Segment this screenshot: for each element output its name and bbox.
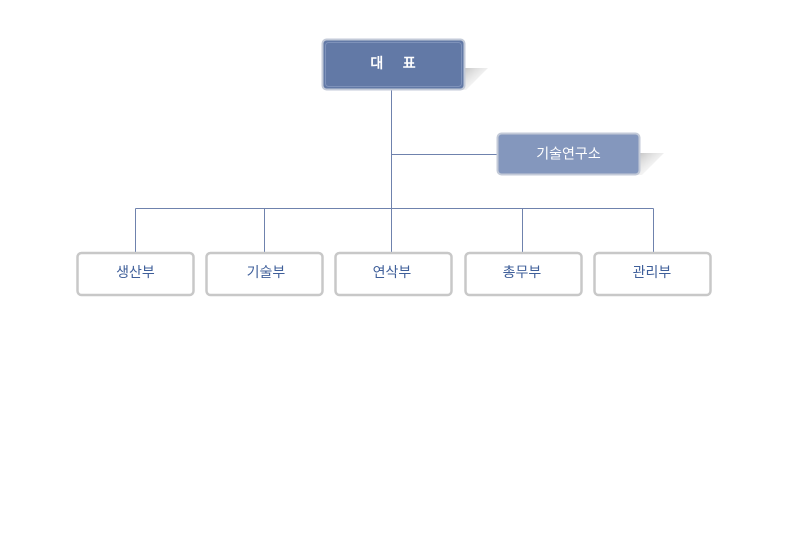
root-node-label: 대 표 (370, 56, 415, 72)
department-node-box (593, 251, 712, 297)
root-node-box (321, 38, 466, 91)
staff-node-shadow (637, 153, 664, 175)
department-node[interactable]: 기술부 (205, 251, 324, 297)
department-node[interactable]: 생산부 (76, 251, 195, 297)
staff-node[interactable]: 기술연구소 (496, 132, 665, 176)
department-node[interactable]: 관리부 (593, 251, 712, 297)
staff-node-box (496, 132, 641, 176)
department-node-label: 기술부 (247, 265, 286, 281)
department-node[interactable]: 총무부 (464, 251, 583, 297)
connector-lines (135, 89, 654, 253)
root-node[interactable]: 대 표 (321, 38, 489, 91)
departments: 생산부 기술부 연삭부 총무부 관리부 (76, 251, 712, 297)
department-node-label: 연삭부 (373, 265, 412, 281)
department-node[interactable]: 연삭부 (334, 251, 453, 297)
department-node-label: 총무부 (503, 265, 542, 281)
department-node-box (76, 251, 195, 297)
department-node-label: 생산부 (116, 265, 155, 281)
department-node-label: 관리부 (633, 265, 672, 281)
department-node-box (464, 251, 583, 297)
department-node-box (334, 251, 453, 297)
root-node-inner-border (325, 42, 462, 87)
staff-node-label: 기술연구소 (536, 147, 601, 163)
department-node-box (205, 251, 324, 297)
root-node-shadow (462, 68, 488, 90)
